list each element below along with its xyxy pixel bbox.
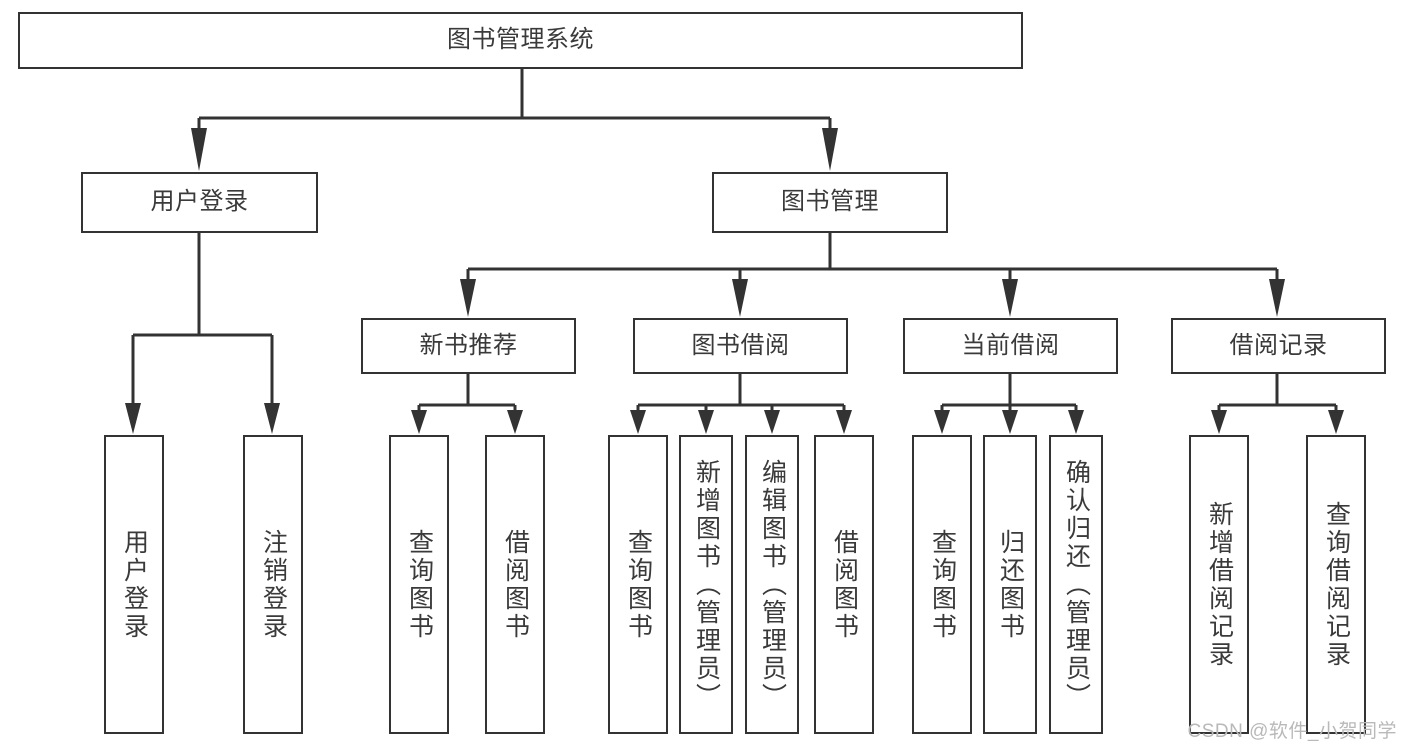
node-leaf-add-book[interactable]: 新增图书（管理员） <box>679 435 733 734</box>
node-leaf-add-record[interactable]: 新增借阅记录 <box>1189 435 1249 734</box>
node-label: 图书借阅 <box>691 331 790 359</box>
arrowhead <box>411 410 427 434</box>
node-label: 确认归还（管理员） <box>1062 458 1091 711</box>
arrowhead <box>125 403 141 434</box>
node-borrow-record[interactable]: 借阅记录 <box>1171 318 1386 374</box>
arrowhead <box>698 410 714 434</box>
node-label: 注销登录 <box>259 528 288 641</box>
arrowhead <box>1002 410 1018 434</box>
watermark: CSDN @软件_小贺同学 <box>1187 721 1397 742</box>
node-label: 当前借阅 <box>961 331 1060 359</box>
arrowhead <box>630 410 646 434</box>
node-label: 用户登录 <box>120 528 149 641</box>
node-leaf-query-book-borrow[interactable]: 查询图书 <box>608 435 668 734</box>
arrowhead <box>1211 410 1227 434</box>
node-label: 借阅图书 <box>830 528 859 641</box>
node-label: 新增借阅记录 <box>1205 500 1234 669</box>
node-leaf-borrow-book-recommend[interactable]: 借阅图书 <box>485 435 545 734</box>
node-label: 借阅图书 <box>501 528 530 641</box>
arrowhead <box>934 410 950 434</box>
arrowhead <box>1328 410 1344 434</box>
node-label: 新增图书（管理员） <box>692 458 721 711</box>
node-leaf-confirm-return[interactable]: 确认归还（管理员） <box>1049 435 1103 734</box>
node-label: 查询图书 <box>405 528 434 641</box>
arrowhead <box>460 279 476 317</box>
node-leaf-borrow-book[interactable]: 借阅图书 <box>814 435 874 734</box>
arrowhead <box>732 279 748 317</box>
node-label: 新书推荐 <box>419 331 518 359</box>
node-user-login[interactable]: 用户登录 <box>81 172 318 233</box>
arrowhead <box>1002 279 1018 317</box>
node-label: 查询图书 <box>928 528 957 641</box>
node-leaf-edit-book[interactable]: 编辑图书（管理员） <box>745 435 799 734</box>
arrowhead <box>764 410 780 434</box>
node-label: 查询图书 <box>624 528 653 641</box>
node-label: 借阅记录 <box>1229 331 1328 359</box>
node-label: 图书管理系统 <box>447 26 594 54</box>
arrowhead <box>507 410 523 434</box>
arrowhead <box>822 128 838 171</box>
node-label: 归还图书 <box>996 528 1025 641</box>
node-root[interactable]: 图书管理系统 <box>18 12 1023 69</box>
node-book-borrow[interactable]: 图书借阅 <box>633 318 848 374</box>
node-leaf-logout[interactable]: 注销登录 <box>243 435 303 734</box>
arrowhead <box>191 128 207 171</box>
node-leaf-query-book-current[interactable]: 查询图书 <box>912 435 972 734</box>
arrowhead <box>1068 410 1084 434</box>
node-new-book-recommend[interactable]: 新书推荐 <box>361 318 576 374</box>
node-label: 用户登录 <box>150 188 249 216</box>
node-current-borrow[interactable]: 当前借阅 <box>903 318 1118 374</box>
node-label: 查询借阅记录 <box>1322 500 1351 669</box>
node-book-manage[interactable]: 图书管理 <box>712 172 948 233</box>
node-leaf-user-login[interactable]: 用户登录 <box>104 435 164 734</box>
arrowhead <box>1269 279 1285 317</box>
node-leaf-return-book[interactable]: 归还图书 <box>983 435 1037 734</box>
node-label: 编辑图书（管理员） <box>758 458 787 711</box>
arrowhead <box>836 410 852 434</box>
node-leaf-query-record[interactable]: 查询借阅记录 <box>1306 435 1366 734</box>
node-label: 图书管理 <box>781 188 879 216</box>
node-leaf-query-book-recommend[interactable]: 查询图书 <box>389 435 449 734</box>
arrowhead <box>264 403 280 434</box>
